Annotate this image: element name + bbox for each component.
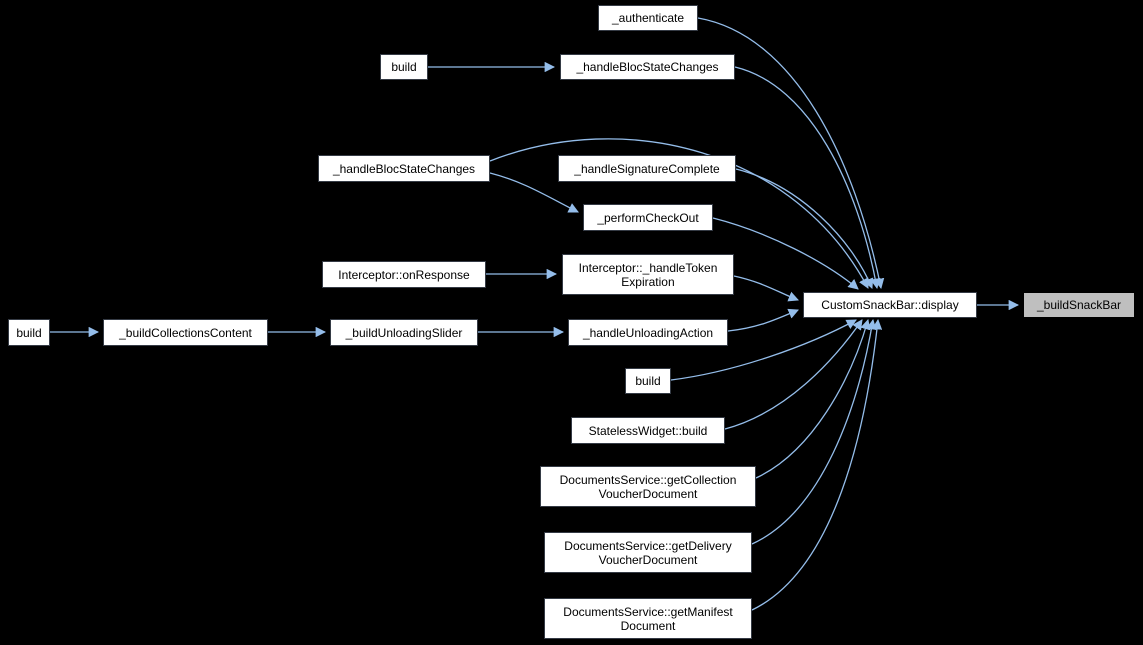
node-handle-bloc-state-changes-2[interactable]: _handleBlocStateChanges: [318, 155, 490, 182]
node-build-1[interactable]: build: [380, 54, 428, 80]
edge-handleUnloadingAction-to-display: [727, 308, 799, 332]
node-documents-service-get-delivery-voucher-document[interactable]: DocumentsService::getDelivery VoucherDoc…: [544, 532, 752, 573]
node-perform-check-out[interactable]: _performCheckOut: [583, 204, 713, 231]
edge-handleSignatureComplete-to-display: [735, 168, 874, 289]
node-build-3[interactable]: build: [625, 368, 671, 394]
node-documents-service-get-collection-voucher-document[interactable]: DocumentsService::getCollection VoucherD…: [540, 466, 756, 507]
edge-handleBloc2-to-display: [489, 138, 869, 289]
node-handle-bloc-state-changes-1[interactable]: _handleBlocStateChanges: [560, 54, 735, 80]
node-interceptor-on-response[interactable]: Interceptor::onResponse: [322, 261, 486, 288]
node-interceptor-handle-token-expiration[interactable]: Interceptor::_handleToken Expiration: [562, 254, 734, 295]
edge-getCollectionVoucher-to-display: [755, 318, 871, 479]
node-build-2[interactable]: build: [8, 319, 50, 346]
edge-performCheckOut-to-display: [712, 217, 859, 290]
edge-build3-to-display: [670, 319, 857, 381]
node-handle-signature-complete[interactable]: _handleSignatureComplete: [558, 155, 736, 182]
node-build-snack-bar[interactable]: _buildSnackBar: [1023, 292, 1135, 318]
node-handle-unloading-action[interactable]: _handleUnloadingAction: [568, 319, 728, 346]
node-authenticate[interactable]: _authenticate: [598, 5, 698, 31]
node-build-unloading-slider[interactable]: _buildUnloadingSlider: [330, 319, 478, 346]
edge-getManifest-to-display: [751, 318, 883, 611]
edge-getDeliveryVoucher-to-display: [751, 318, 877, 545]
edge-tokenExpiration-to-display: [733, 275, 799, 302]
edge-authenticate-to-display: [697, 17, 885, 290]
node-custom-snack-bar-display[interactable]: CustomSnackBar::display: [803, 292, 977, 318]
edge-handleBloc1-to-display: [734, 66, 881, 290]
node-build-collections-content[interactable]: _buildCollectionsContent: [103, 319, 268, 346]
node-documents-service-get-manifest-document[interactable]: DocumentsService::getManifest Document: [544, 598, 752, 639]
node-stateless-widget-build[interactable]: StatelessWidget::build: [571, 417, 725, 444]
edge-statelessBuild-to-display: [724, 319, 863, 430]
edge-handleBloc2-to-performCheckOut: [489, 172, 579, 213]
